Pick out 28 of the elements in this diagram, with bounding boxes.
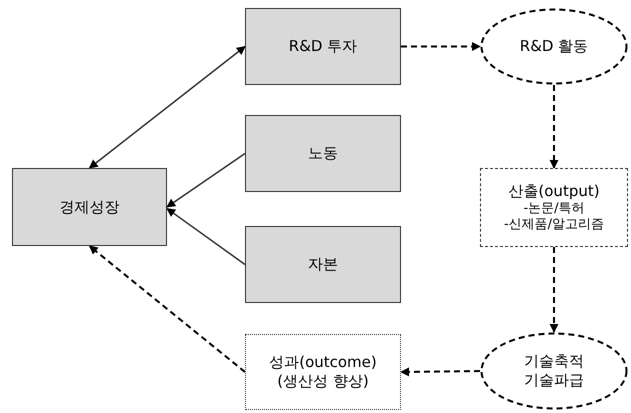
ellipse-node <box>480 8 628 85</box>
node-label: 경제성장 <box>60 198 120 216</box>
process-box <box>12 168 167 246</box>
arrow <box>88 245 246 373</box>
node-label: (생산성 향상) <box>277 372 369 391</box>
arrow <box>166 208 246 266</box>
node-label: 기술축적 <box>524 352 584 371</box>
process-box <box>245 334 401 410</box>
process-box <box>245 8 401 85</box>
arrow <box>550 85 558 169</box>
arrow <box>88 46 246 169</box>
node-label: 산출(output) <box>508 182 600 201</box>
node-label: -신제품/알고리즘 <box>504 216 604 234</box>
process-box <box>480 168 628 247</box>
node-label: 노동 <box>308 144 338 163</box>
node-label: 자본 <box>308 255 338 274</box>
process-box <box>245 115 401 192</box>
node-label: 성과(outcome) <box>269 353 377 372</box>
process-box <box>245 226 401 303</box>
arrow <box>550 247 558 333</box>
node-label: R&D 활동 <box>520 37 588 56</box>
ellipse-node <box>480 332 628 410</box>
arrow <box>400 367 480 376</box>
node-label: 기술파급 <box>524 371 584 390</box>
node-label: R&D 투자 <box>288 37 358 56</box>
arrow <box>401 42 481 51</box>
node-label: -논문/특허 <box>523 200 585 217</box>
arrow <box>166 152 246 208</box>
